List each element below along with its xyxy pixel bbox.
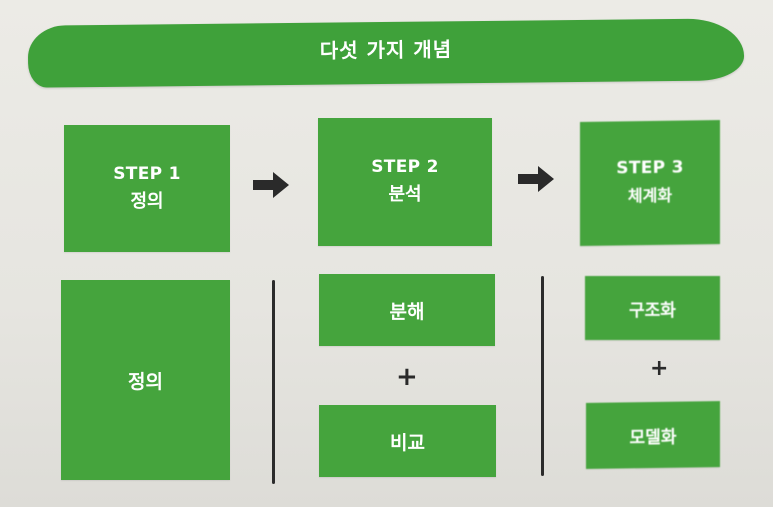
compare-box: 비교 [319, 405, 496, 477]
modeling-box: 모델화 [586, 401, 720, 469]
step-2-label: STEP 2 [371, 157, 439, 177]
structuring-label: 구조화 [629, 300, 676, 321]
step-1-label: STEP 1 [113, 163, 181, 184]
step-3-name: 체계화 [627, 185, 673, 206]
step-1-box: STEP 1 정의 [64, 125, 230, 252]
plus-sign: + [396, 362, 418, 392]
column-divider [272, 280, 275, 484]
arrow-right-icon [253, 172, 289, 198]
step-2-name: 분석 [388, 184, 422, 205]
column-divider [541, 276, 544, 476]
diagram-title: 다섯 가지 개념 [319, 36, 453, 63]
decompose-box: 분해 [319, 274, 495, 346]
plus-sign: + [650, 356, 669, 381]
step-3-box: STEP 3 체계화 [580, 120, 720, 246]
decompose-label: 분해 [389, 300, 425, 323]
structuring-box: 구조화 [585, 276, 720, 340]
step-1-name: 정의 [130, 190, 164, 212]
modeling-label: 모델화 [629, 427, 677, 448]
definition-label: 정의 [128, 370, 163, 393]
definition-box: 정의 [61, 280, 230, 480]
arrow-right-icon [518, 166, 554, 192]
title-banner: 다섯 가지 개념 [27, 18, 745, 88]
step-3-label: STEP 3 [616, 157, 684, 179]
compare-label: 비교 [390, 431, 425, 454]
step-2-box: STEP 2 분석 [318, 118, 492, 246]
